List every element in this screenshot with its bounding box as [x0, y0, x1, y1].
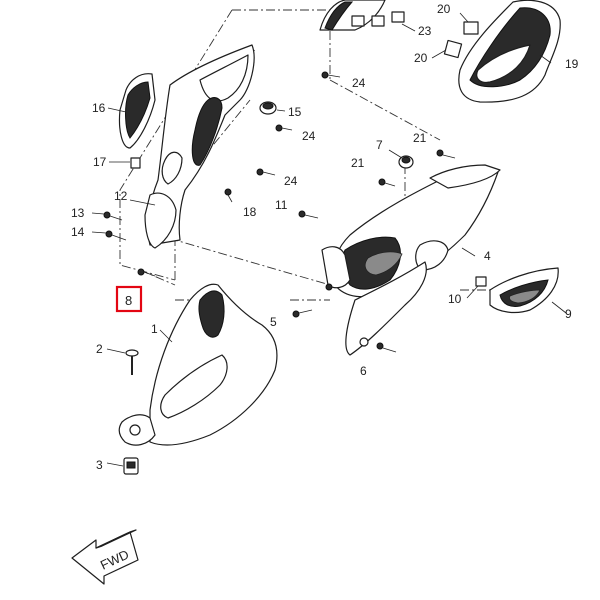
- screw-14: [105, 230, 127, 241]
- grommet-part-15: [259, 101, 277, 115]
- callout-19: 19: [565, 57, 579, 71]
- callout-4: 4: [484, 249, 491, 263]
- screw-21-left: [378, 178, 396, 187]
- callout-11: 11: [275, 198, 288, 212]
- callout-17: 17: [93, 155, 107, 169]
- inner-cover-part-16: [118, 73, 156, 149]
- clip-17: [130, 157, 141, 169]
- screw-21-top: [436, 149, 456, 159]
- screw-6: [376, 342, 397, 353]
- grommet-part-7: [398, 155, 414, 169]
- clip-10: [475, 276, 487, 287]
- callout-18: 18: [243, 205, 257, 219]
- callout-24-mid: 24: [302, 129, 316, 143]
- callout-5: 5: [270, 315, 277, 329]
- callout-15: 15: [288, 105, 302, 119]
- callout-7: 7: [376, 138, 383, 152]
- callout-20-bottom: 20: [414, 51, 428, 65]
- callout-10: 10: [448, 292, 462, 306]
- callout-24-top: 24: [352, 76, 366, 90]
- forward-direction-marker: FWD: [71, 529, 139, 585]
- callout-20-top: 20: [437, 2, 451, 16]
- screw-13: [103, 211, 123, 221]
- callout-8: 8: [125, 293, 132, 308]
- callout-3: 3: [96, 458, 103, 472]
- clip-part-20: [443, 21, 479, 59]
- callout-14: 14: [71, 225, 85, 239]
- callout-13: 13: [71, 206, 85, 220]
- nut-5: [325, 283, 333, 291]
- bolt-2: [125, 349, 139, 375]
- screw-5: [292, 309, 313, 318]
- highlight-box-callout-8: [115, 285, 143, 313]
- side-panel-part-19: [458, 0, 561, 103]
- fastener-screws: [103, 71, 487, 475]
- screw-8: [137, 268, 156, 277]
- callout-labels: 1 2 3 4 5 6 7 8 9 10 11 12 13 14 15 16 1…: [71, 2, 579, 472]
- callout-2: 2: [96, 342, 103, 356]
- callout-6: 6: [360, 364, 367, 378]
- callout-12: 12: [114, 189, 128, 203]
- screw-11: [298, 210, 319, 219]
- small-cover-part-9: [489, 267, 559, 314]
- screw-24-top: [321, 71, 341, 79]
- callout-16: 16: [92, 101, 106, 115]
- under-cover-part-1: [118, 283, 278, 446]
- callout-1: 1: [151, 322, 158, 336]
- inner-panel-part-12: [144, 44, 255, 249]
- callout-21-top: 21: [413, 131, 427, 145]
- nut-3: [123, 457, 139, 475]
- screw-24-lower: [256, 168, 276, 176]
- callout-23: 23: [418, 24, 432, 38]
- screw-24-mid: [275, 124, 293, 132]
- side-cover-part-4: [321, 164, 501, 356]
- callout-21-left: 21: [351, 156, 365, 170]
- callout-9: 9: [565, 307, 572, 321]
- top-center-bracket: [319, 0, 405, 31]
- leader-lines: [91, 12, 567, 467]
- screw-18: [224, 188, 233, 203]
- callout-24-lower: 24: [284, 174, 298, 188]
- washer-6: [359, 337, 369, 347]
